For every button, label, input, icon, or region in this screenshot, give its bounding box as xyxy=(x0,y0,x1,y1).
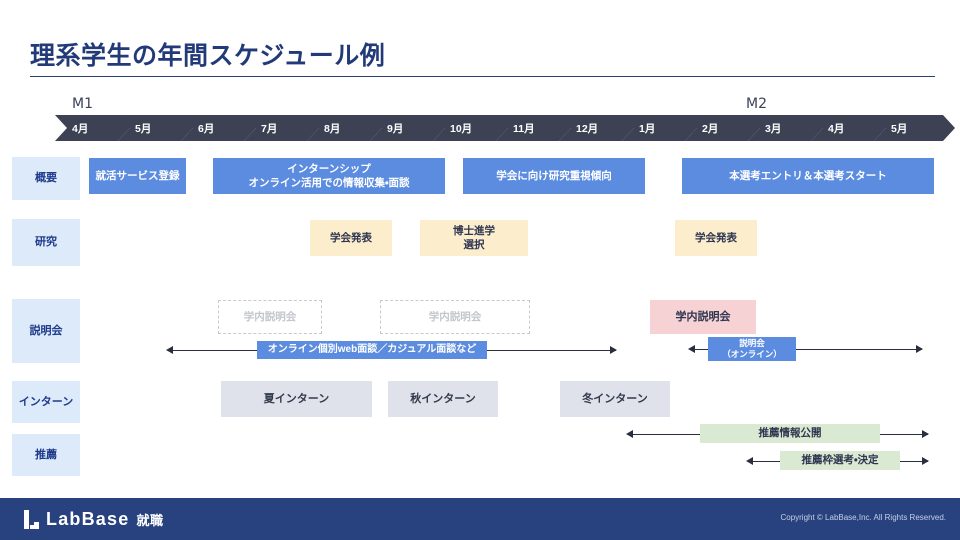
intern-bar-summer[interactable]: 夏インターン xyxy=(221,381,372,417)
intern-bar-autumn[interactable]: 秋インターン xyxy=(388,381,498,417)
session-bar-campus-3[interactable]: 学内説明会 xyxy=(650,300,756,334)
online-session-arrow-line xyxy=(694,348,922,350)
research-bar-phd-choice[interactable]: 博士進学 選択 xyxy=(420,220,528,256)
overview-bar-job-service[interactable]: 就活サービス登録 xyxy=(89,158,186,194)
month-label: 4月 xyxy=(72,122,89,135)
month-chevron-9[interactable]: 12月 xyxy=(559,115,634,141)
month-label: 5月 xyxy=(135,122,152,135)
row-label-session: 説明会 xyxy=(12,299,80,363)
month-label: 7月 xyxy=(261,122,278,135)
overview-bar-internship[interactable]: インターンシップ オンライン活用での情報収集・面談 xyxy=(213,158,445,194)
month-label: 9月 xyxy=(387,122,404,135)
row-label-overview: 概要 xyxy=(12,157,80,200)
month-chevron-3[interactable]: 6月 xyxy=(181,115,256,141)
research-bar-presentation-1[interactable]: 学会発表 xyxy=(310,220,392,256)
session-arrow-right-head xyxy=(610,346,617,354)
month-label: 1月 xyxy=(639,122,656,135)
recommend-bar-info-release[interactable]: 推薦情報公開 xyxy=(700,424,880,443)
recommend-info-arrow-right-head xyxy=(922,430,929,438)
session-bar-campus-1[interactable]: 学内説明会 xyxy=(218,300,322,334)
recommend-select-arrow-left-head xyxy=(746,457,753,465)
intern-bar-winter[interactable]: 冬インターン xyxy=(560,381,670,417)
month-chevron-2[interactable]: 5月 xyxy=(118,115,193,141)
month-label: 12月 xyxy=(576,122,599,135)
month-chevron-8[interactable]: 11月 xyxy=(496,115,571,141)
recommend-info-arrow-left-head xyxy=(626,430,633,438)
row-label-recommend: 推薦 xyxy=(12,434,80,476)
month-label: 5月 xyxy=(891,122,908,135)
session-bar-online[interactable]: 説明会 （オンライン） xyxy=(708,337,796,361)
month-label: 4月 xyxy=(828,122,845,135)
year-marker-m2: M2 xyxy=(746,96,767,112)
online-session-arrow-left-head xyxy=(688,345,695,353)
month-chevron-13[interactable]: 4月 xyxy=(811,115,886,141)
row-label-internship: インターン xyxy=(12,381,80,423)
month-chevron-11[interactable]: 2月 xyxy=(685,115,760,141)
month-label: 8月 xyxy=(324,122,341,135)
labbase-mark-icon xyxy=(24,510,39,529)
page-title: 理系学生の年間スケジュール例 xyxy=(30,42,386,70)
month-label: 2月 xyxy=(702,122,719,135)
month-label: 11月 xyxy=(513,122,535,135)
research-bar-presentation-2[interactable]: 学会発表 xyxy=(675,220,757,256)
session-bar-online-interview[interactable]: オンライン個別web面談／カジュアル面談など xyxy=(257,341,487,359)
month-chevron-14[interactable]: 5月 xyxy=(874,115,955,141)
month-label: 6月 xyxy=(198,122,215,135)
copyright-text: Copyright © LabBase,Inc. All Rights Rese… xyxy=(780,513,946,522)
month-chevron-1[interactable]: 4月 xyxy=(55,115,130,141)
logo-wordmark: LabBase xyxy=(46,509,130,529)
overview-bar-main-entry[interactable]: 本選考エントリ＆本選考スタート xyxy=(682,158,934,194)
session-arrow-left-head xyxy=(166,346,173,354)
month-chevron-10[interactable]: 1月 xyxy=(622,115,697,141)
month-chevron-6[interactable]: 9月 xyxy=(370,115,445,141)
online-session-arrow-right-head xyxy=(916,345,923,353)
month-chevron-5[interactable]: 8月 xyxy=(307,115,382,141)
recommend-bar-slot-decision[interactable]: 推薦枠選考・決定 xyxy=(780,451,900,470)
logo-subtext: 就職 xyxy=(136,513,164,528)
overview-bar-conference[interactable]: 学会に向け研究重視傾向 xyxy=(463,158,645,194)
month-chevron-12[interactable]: 3月 xyxy=(748,115,823,141)
year-marker-m1: M1 xyxy=(72,96,93,112)
month-chevron-7[interactable]: 10月 xyxy=(433,115,508,141)
month-chevron-4[interactable]: 7月 xyxy=(244,115,319,141)
labbase-logo[interactable]: LabBase 就職 xyxy=(24,509,163,530)
month-label: 3月 xyxy=(765,122,782,135)
row-label-research: 研究 xyxy=(12,219,80,266)
title-divider xyxy=(30,76,935,77)
session-bar-campus-2[interactable]: 学内説明会 xyxy=(380,300,530,334)
month-label: 10月 xyxy=(450,122,473,135)
recommend-select-arrow-right-head xyxy=(922,457,929,465)
footer-bar: LabBase 就職 Copyright © LabBase,Inc. All … xyxy=(0,498,960,540)
